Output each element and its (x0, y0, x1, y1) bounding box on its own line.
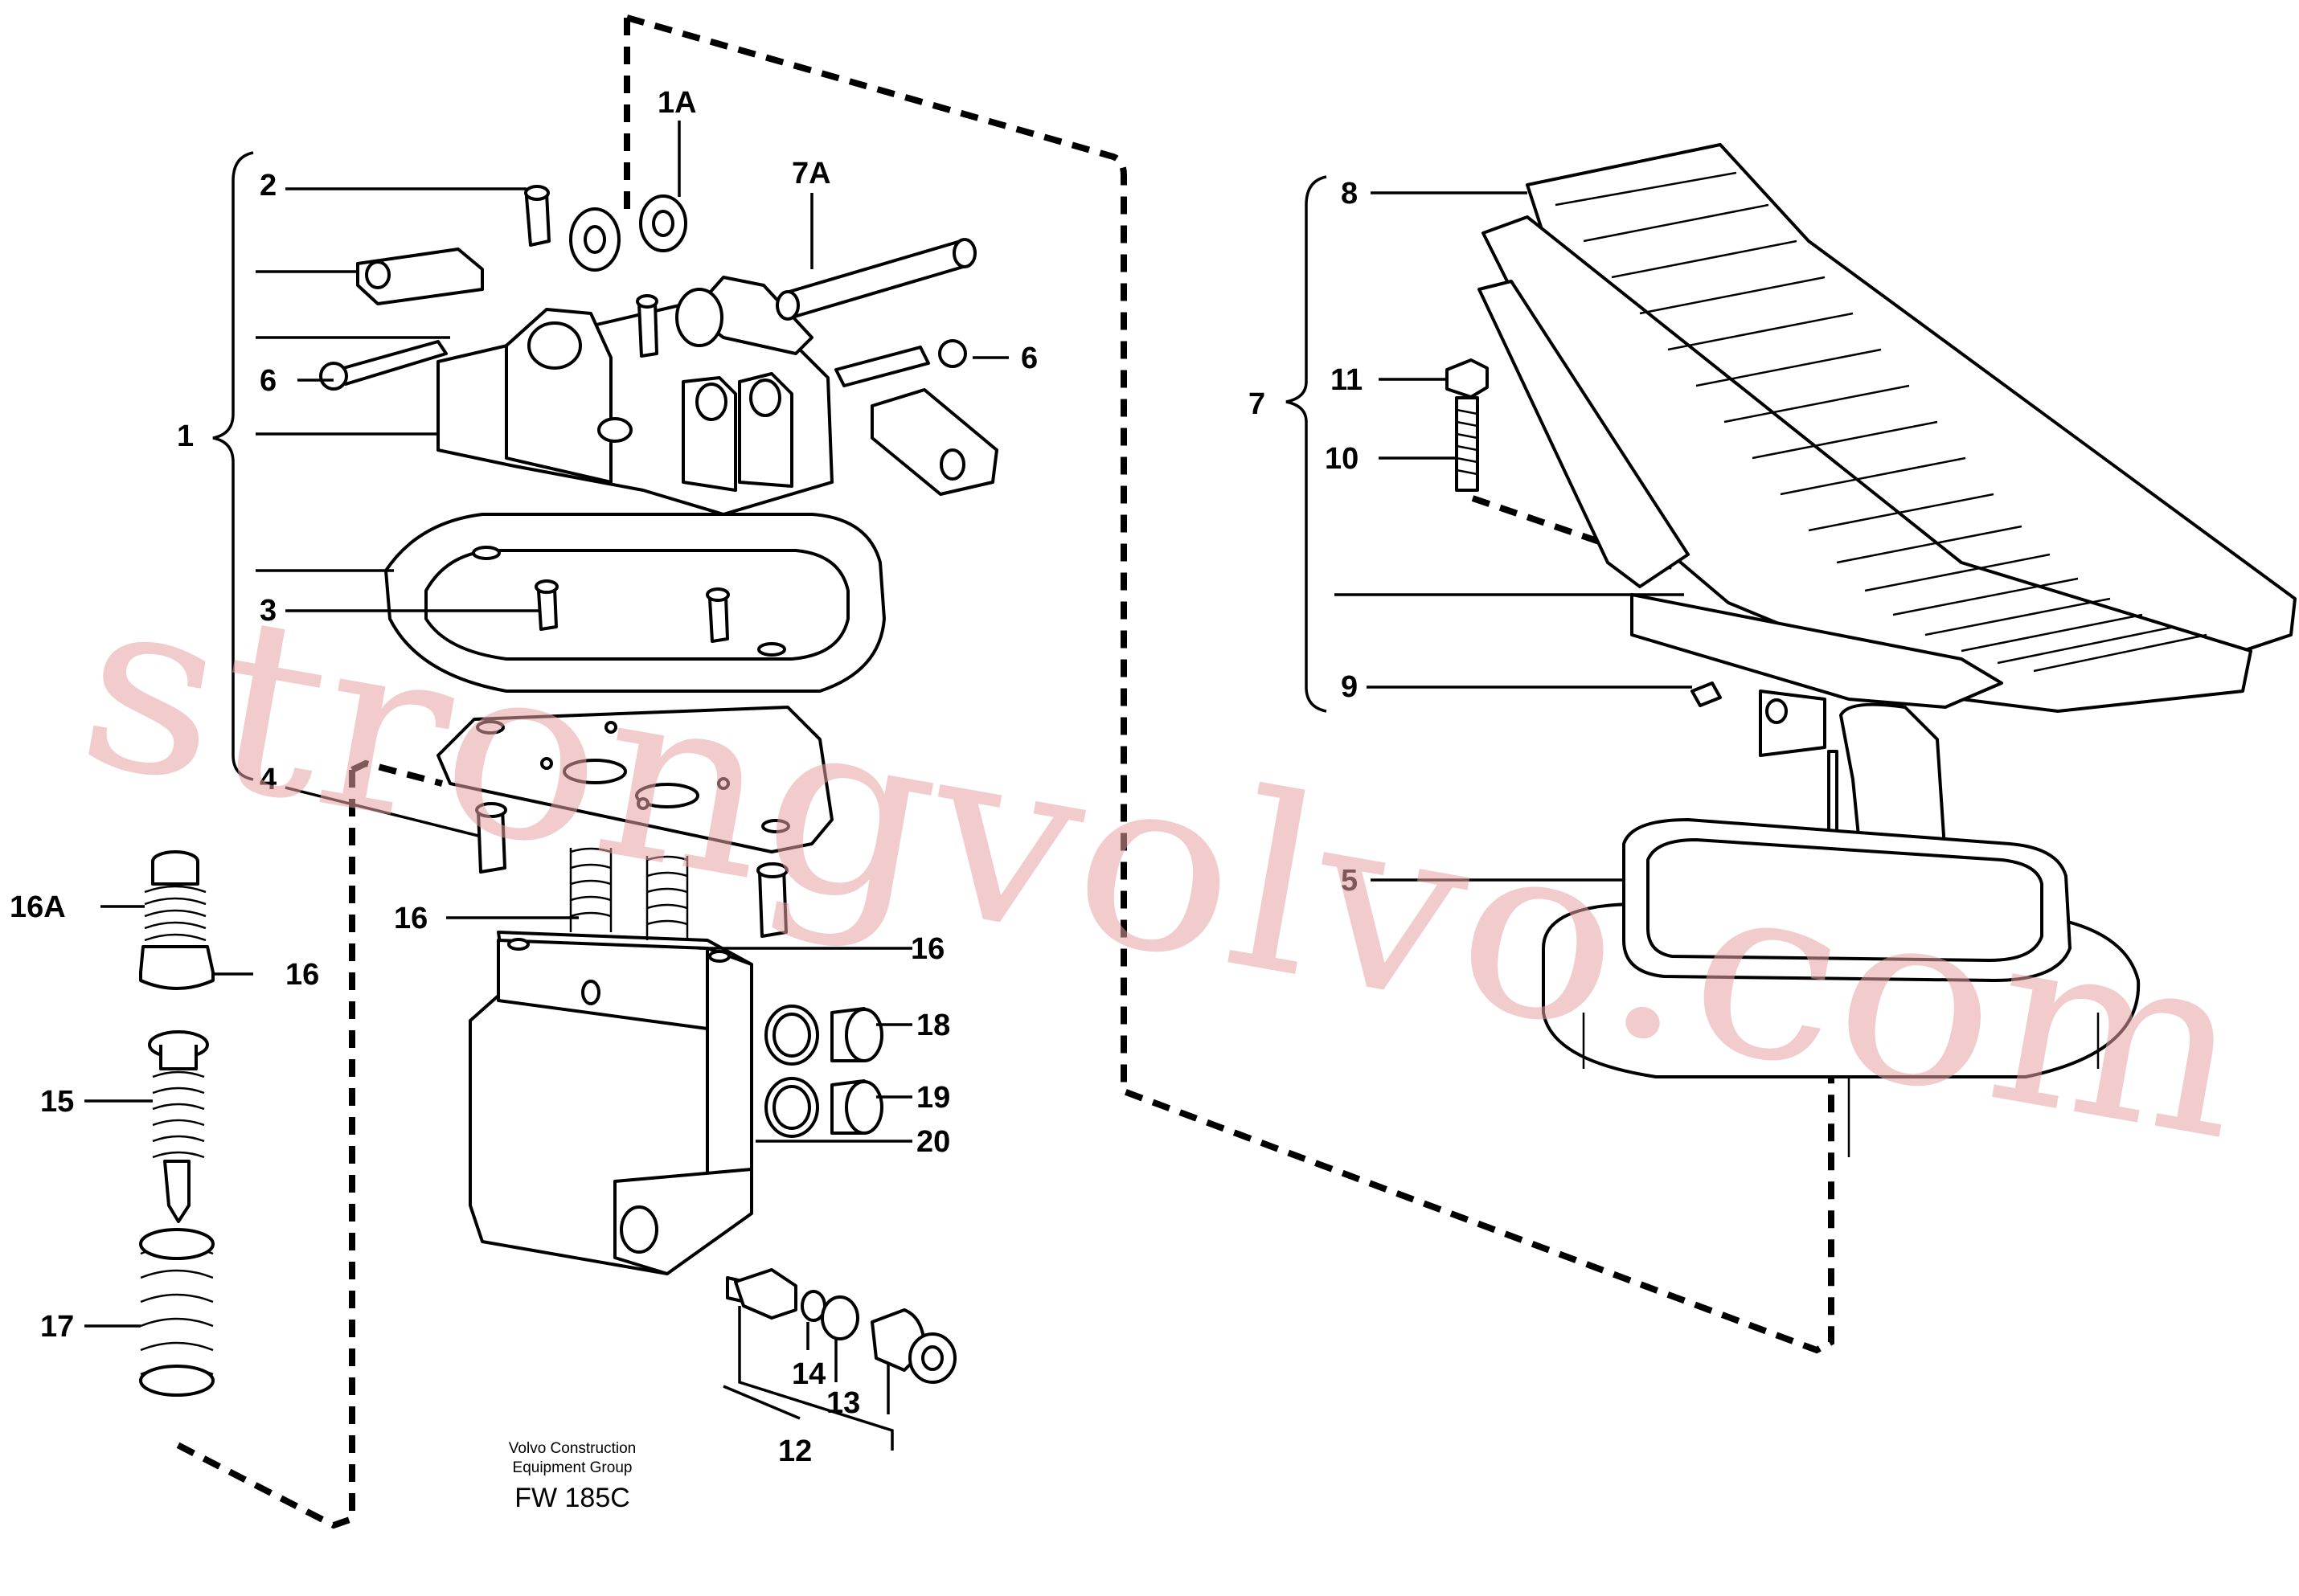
label-3: 3 (260, 594, 277, 628)
label-18: 18 (916, 1009, 950, 1042)
pedal-assembly (1445, 143, 2297, 1157)
dashed-group-outline-bottom (171, 759, 444, 1529)
credit-line-2: Equipment Group (513, 1459, 633, 1476)
spool-stack (139, 850, 215, 1397)
figure-code: FW 185C (514, 1483, 630, 1513)
label-10: 10 (1325, 442, 1358, 476)
label-2: 2 (260, 169, 277, 203)
label-14: 14 (792, 1357, 826, 1391)
label-8: 8 (1341, 177, 1358, 211)
label-20: 20 (916, 1125, 950, 1159)
label-1: 1 (177, 419, 194, 453)
label-17: 17 (40, 1310, 74, 1344)
label-6-right: 6 (1021, 342, 1038, 375)
label-4: 4 (260, 763, 277, 796)
label-16-spool: 16 (285, 958, 319, 992)
label-1a: 1A (658, 86, 697, 120)
label-9: 9 (1341, 670, 1358, 704)
label-7: 7 (1248, 387, 1265, 421)
label-5: 5 (1341, 864, 1358, 898)
label-19: 19 (916, 1081, 950, 1115)
gasket-plate (384, 513, 886, 693)
label-13: 13 (826, 1386, 860, 1420)
leader-lines (84, 121, 1692, 1451)
credit-block: Volvo Construction Equipment Group FW 18… (509, 1440, 636, 1513)
credit-line-1: Volvo Construction (509, 1440, 636, 1457)
dashed-group-outline-left (625, 14, 1834, 1354)
label-16a: 16A (10, 890, 66, 924)
base-plate (436, 706, 834, 938)
label-12: 12 (778, 1434, 812, 1468)
bracket-1 (212, 151, 254, 781)
fitting-assembly (726, 1268, 957, 1384)
plugs-and-seals (764, 1005, 883, 1138)
bracket-7 (1285, 175, 1327, 713)
label-15: 15 (40, 1085, 74, 1119)
label-16-right: 16 (911, 932, 945, 966)
pivot-bracket-assembly (319, 185, 998, 516)
part-labels: 1 1A 2 3 4 5 6 6 7 7A 8 9 10 11 12 13 14… (10, 86, 1363, 1468)
label-16-left: 16 (394, 902, 428, 935)
label-11: 11 (1330, 363, 1363, 397)
valve-body (469, 847, 753, 1275)
label-7a: 7A (792, 157, 831, 190)
label-6-left: 6 (260, 364, 277, 398)
